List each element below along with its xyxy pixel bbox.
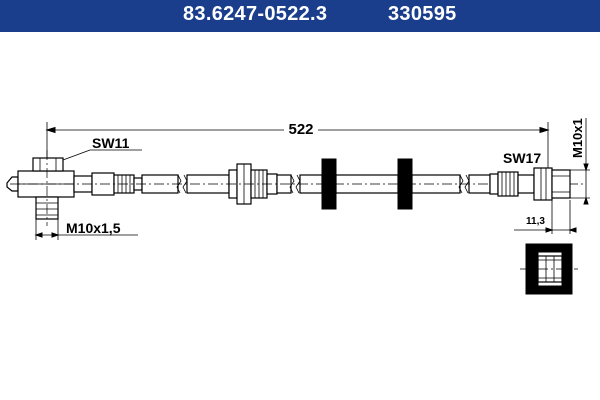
right-wrench-size-label: SW17	[503, 150, 541, 166]
right-thread-label: M10x1	[570, 118, 585, 158]
right-fitting: SW17 M10x1 11,3	[489, 118, 590, 234]
detail-section-view	[520, 243, 578, 295]
overall-length-label: 522	[288, 121, 313, 138]
left-ferrule	[91, 172, 143, 196]
left-wrench-size-label: SW11	[92, 135, 130, 151]
hose	[10, 158, 586, 210]
left-thread-label: M10x1,5	[66, 220, 121, 236]
reference-number: 330595	[388, 3, 457, 25]
overall-length-dimension: 522	[45, 121, 550, 168]
detail-depth-label: 11,3	[526, 216, 545, 227]
length-label-bg	[284, 121, 318, 137]
part-number: 83.6247-0522.3	[183, 3, 328, 25]
title-bar: 83.6247-0522.3 330595	[0, 0, 600, 32]
